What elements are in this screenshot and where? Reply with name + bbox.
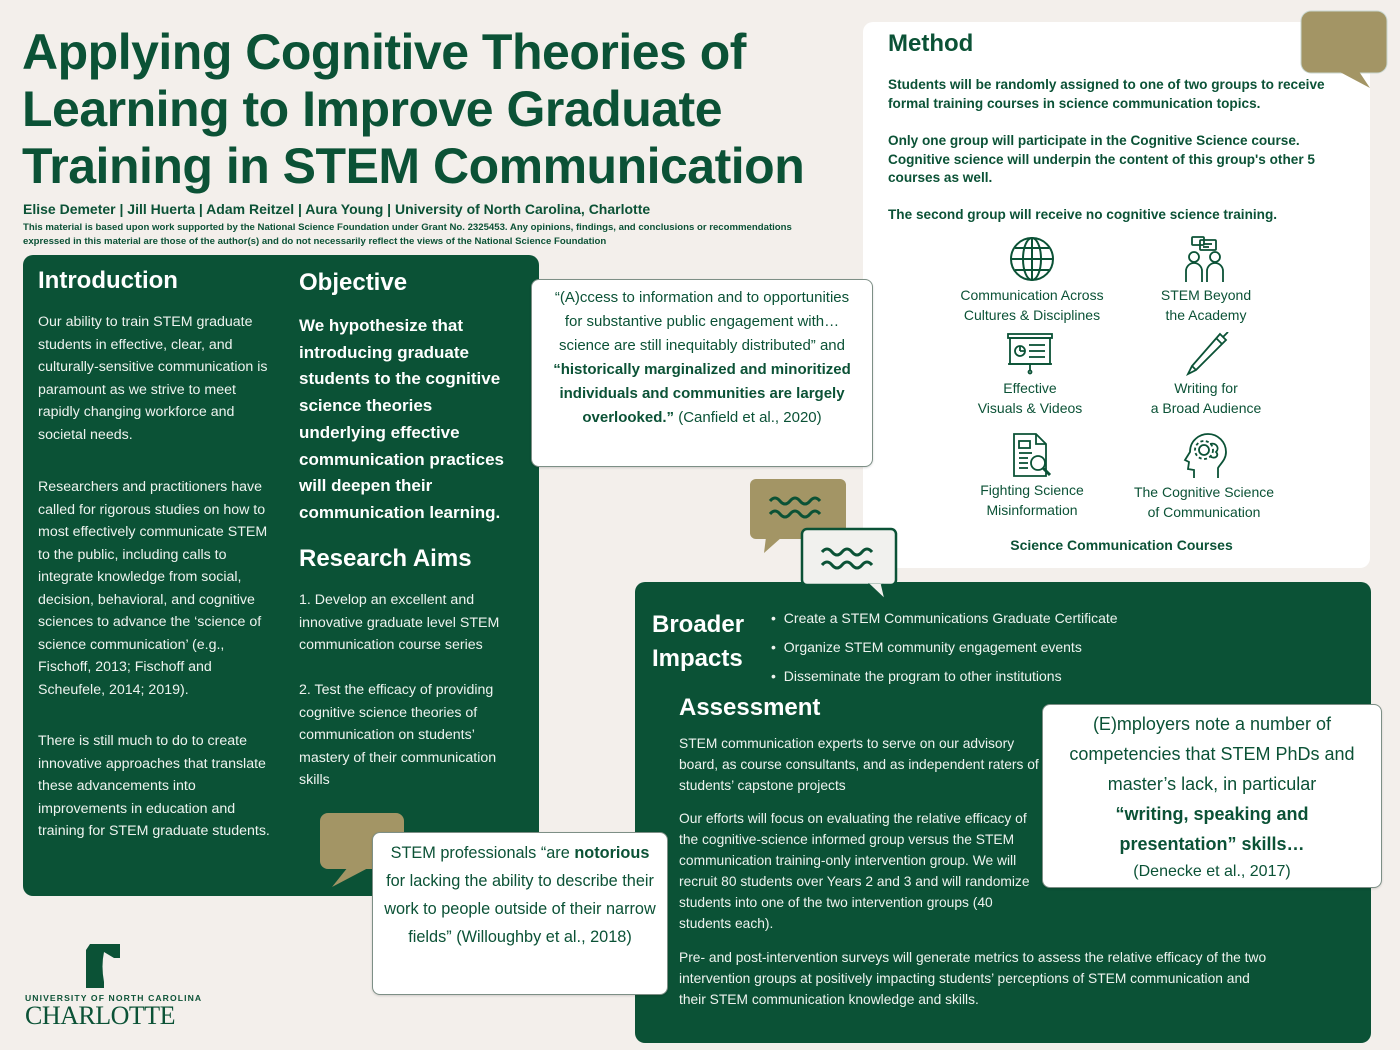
course-label-line1: STEM Beyond xyxy=(1160,287,1252,303)
quote-text: STEM professionals “are xyxy=(390,844,575,862)
quote-citation: (Canfield et al., 2020) xyxy=(678,409,822,426)
objective-heading: Objective xyxy=(299,269,408,296)
authors-line: Elise Demeter | Jill Huerta | Adam Reitz… xyxy=(23,201,651,217)
chat-bubble-white-icon xyxy=(800,527,898,603)
course-cognitive-science: The Cognitive Science of Communication xyxy=(1114,432,1294,522)
method-heading: Method xyxy=(888,30,974,57)
course-fighting-misinformation: Fighting Science Misinformation xyxy=(942,432,1122,520)
introduction-paragraph-2: Researchers and practitioners have calle… xyxy=(38,479,268,698)
course-label-line1: Fighting Science xyxy=(980,482,1084,498)
chat-bubble-gold-icon xyxy=(750,479,846,553)
quote-emphasis: notorious xyxy=(574,844,650,862)
objective-text: We hypothesize that introducing graduate… xyxy=(299,316,505,522)
broader-impact-item: Disseminate the program to other institu… xyxy=(771,662,1118,691)
assessment-paragraph-3: Pre- and post-intervention surveys will … xyxy=(679,950,1267,1007)
course-effective-visuals: Effective Visuals & Videos xyxy=(940,332,1120,418)
course-label-line2: Misinformation xyxy=(986,502,1078,518)
logo-charlotte-wordmark: CHARLOTTE xyxy=(25,1001,176,1030)
title-line-2: Learning to Improve Graduate xyxy=(22,81,723,137)
quote-emphasis: “writing, speaking and presentation” ski… xyxy=(1115,804,1309,854)
course-label-line1: Effective xyxy=(1003,380,1057,396)
assessment-paragraph-1: STEM communication experts to serve on o… xyxy=(679,736,1039,793)
course-label-line2: a Broad Audience xyxy=(1150,400,1262,416)
title-line-3: Training in STEM Communication xyxy=(22,138,805,194)
assessment-paragraph-2: Our efforts will focus on evaluating the… xyxy=(679,811,1030,931)
quote-text: “(A)ccess to information and to opportun… xyxy=(554,289,850,354)
research-aims-heading: Research Aims xyxy=(299,545,472,572)
pen-icon xyxy=(1185,332,1229,376)
head-gear-icon xyxy=(1183,433,1227,478)
broader-impacts-heading-line2: Impacts xyxy=(652,645,743,672)
globe-icon xyxy=(1010,237,1054,281)
broader-impacts-list: Create a STEM Communications Graduate Ce… xyxy=(771,604,1118,691)
course-label-line2: the Academy xyxy=(1165,307,1247,323)
speech-bubble-decoration-icon xyxy=(1300,10,1388,88)
introduction-objective-panel: Introduction Our ability to train STEM g… xyxy=(23,255,539,896)
course-communication-across-cultures: Communication Across Cultures & Discipli… xyxy=(942,235,1122,325)
introduction-paragraph-1: Our ability to train STEM graduate stude… xyxy=(38,314,268,443)
charlotte-c-emblem-icon xyxy=(86,944,120,988)
method-paragraph-2: Only one group will participate in the C… xyxy=(888,133,1315,185)
quote-text-continued: for lacking the ability to describe thei… xyxy=(384,872,656,946)
quote-citation: (Denecke et al., 2017) xyxy=(1133,863,1291,880)
course-writing-broad-audience: Writing for a Broad Audience xyxy=(1116,332,1296,418)
method-paragraph-1: Students will be randomly assigned to on… xyxy=(888,77,1325,111)
quote-bubble-willoughby: STEM professionals “are notorious for la… xyxy=(372,832,668,995)
course-label-line1: The Cognitive Science xyxy=(1133,484,1275,500)
course-label-line2: Visuals & Videos xyxy=(977,400,1083,416)
method-panel: Method Students will be randomly assigne… xyxy=(863,22,1370,568)
people-talking-icon xyxy=(1185,236,1224,282)
course-label-line1: Writing for xyxy=(1174,380,1238,396)
broader-impact-item: Organize STEM community engagement event… xyxy=(771,633,1118,662)
unc-charlotte-logo: UNIVERSITY OF NORTH CAROLINA CHARLOTTE xyxy=(25,942,203,1030)
introduction-paragraph-3: There is still much to do to create inno… xyxy=(38,733,270,839)
quote-text: (E)mployers note a number of competencie… xyxy=(1069,714,1355,794)
broader-impacts-heading-line1: Broader xyxy=(652,611,745,638)
introduction-heading: Introduction xyxy=(38,267,178,294)
research-aim-2: 2. Test the efficacy of providing cognit… xyxy=(299,682,497,788)
courses-caption: Science Communication Courses xyxy=(1010,537,1233,553)
course-stem-beyond-academy: STEM Beyond the Academy xyxy=(1116,235,1296,325)
research-aim-1: 1. Develop an excellent and innovative g… xyxy=(299,592,500,653)
assessment-heading: Assessment xyxy=(679,694,821,721)
title-line-1: Applying Cognitive Theories of xyxy=(22,24,746,80)
method-paragraph-3: The second group will receive no cogniti… xyxy=(888,207,1278,222)
course-label-line2: Cultures & Disciplines xyxy=(963,307,1101,323)
quote-bubble-canfield: “(A)ccess to information and to opportun… xyxy=(531,279,873,467)
quote-emphasis: “historically marginalized and minoritiz… xyxy=(553,361,851,426)
course-label-line2: of Communication xyxy=(1147,504,1261,520)
document-search-icon xyxy=(1013,433,1052,477)
broader-impacts-heading: Broader Impacts xyxy=(652,608,744,676)
funding-disclaimer: This material is based upon work support… xyxy=(23,222,792,247)
presentation-board-icon xyxy=(1007,333,1053,375)
poster-title: Applying Cognitive Theories of Learning … xyxy=(22,24,862,195)
quote-bubble-denecke: (E)mployers note a number of competencie… xyxy=(1042,704,1382,888)
broader-impact-item: Create a STEM Communications Graduate Ce… xyxy=(771,604,1118,633)
course-label-line1: Communication Across xyxy=(960,287,1104,303)
logo-university-line: UNIVERSITY OF NORTH CAROLINA xyxy=(25,993,203,1003)
